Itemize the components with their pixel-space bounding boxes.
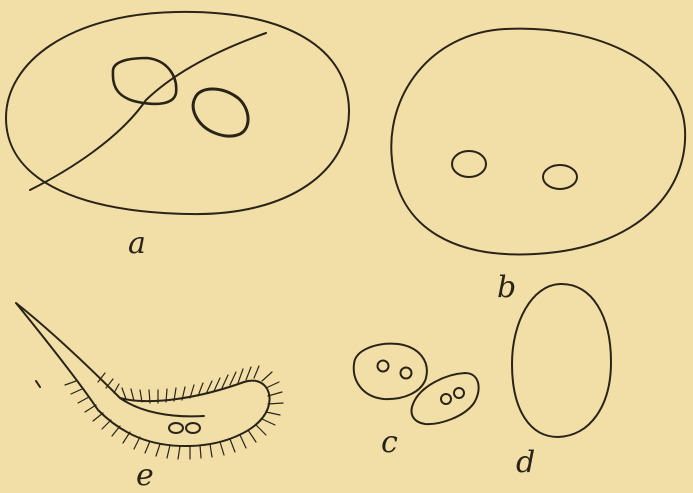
cell-d-outline (512, 284, 611, 437)
cell-c-lower-outline (412, 373, 479, 424)
cell-c-lower-nucleolus-1 (441, 394, 451, 404)
cell-e-nucleus-2 (186, 423, 200, 433)
figure-label-e: e (136, 461, 154, 491)
cell-e (16, 303, 283, 459)
cell-a-nucleus-right (193, 89, 248, 136)
cell-b (391, 29, 685, 255)
figure-label-d: d (516, 448, 535, 478)
figure-label-a: a (128, 229, 146, 259)
cells-c (354, 344, 479, 424)
cell-a-outline (6, 12, 349, 214)
cell-c-upper-nucleolus-1 (378, 361, 389, 372)
figure-label-c: c (381, 428, 398, 458)
cell-a-division-line (30, 33, 266, 190)
cell-c-lower-nucleolus-2 (454, 388, 464, 398)
cell-a-nucleus-left (113, 58, 176, 104)
cell-e-nucleus-1 (169, 423, 183, 433)
cell-b-nucleus-left (452, 151, 486, 177)
cell-b-outline (391, 29, 685, 255)
cell-c-upper-nucleolus-2 (401, 368, 412, 379)
cell-c-upper-outline (354, 344, 427, 399)
cell-b-nucleus-right (543, 165, 577, 189)
cell-a (6, 12, 349, 214)
cell-e-speck (36, 381, 40, 387)
figure-label-b: b (497, 273, 516, 303)
cell-d (512, 284, 611, 437)
cell-e-body (16, 303, 270, 446)
